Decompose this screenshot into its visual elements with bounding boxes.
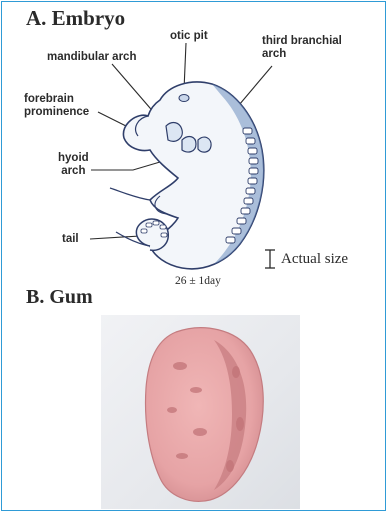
gum-illustration xyxy=(0,0,387,512)
